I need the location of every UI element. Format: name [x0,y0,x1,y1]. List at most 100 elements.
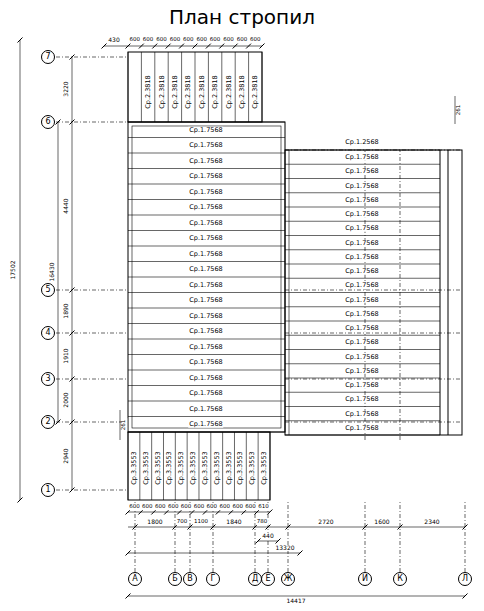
rafter-line [128,261,285,262]
dimension: 1890 [63,302,69,319]
rafter-line [128,370,285,371]
dimension-tick [286,525,291,530]
rafter-mark: Ср.1.7568 [344,239,379,246]
rafter-line [285,221,440,222]
rafter-line [139,432,140,500]
rafter-line [285,392,440,393]
axis-bubble: Е [261,572,275,586]
dimension-tick [126,551,131,556]
dimension: 600 [128,504,141,510]
rafter-line [128,230,285,231]
dimension-tick [256,539,261,544]
axis-bubble: 3 [41,372,55,386]
rafter-line [181,52,182,122]
axis-label: 1 [45,486,50,494]
dimension-tick [133,525,138,530]
dimension-line [128,553,300,554]
axis-bubble: Б [168,572,182,586]
rafter-line [163,432,164,500]
rafter-mark: Ср.1.7568 [188,251,223,258]
rafter-mark: Ср.3.3553 [225,450,232,485]
drawing-title: План стропил [0,6,484,28]
right-roof-part [285,150,462,435]
dimension: 600 [206,504,219,510]
rafter-line [195,52,196,122]
rafter-line [128,215,285,216]
axis-label: 3 [45,375,50,383]
rafter-line [285,178,440,179]
dimension-tick [138,510,143,515]
rafter-line [235,52,236,122]
axis-label: Г [211,575,216,583]
dimension: 600 [244,504,257,510]
rafter-mark: Ср.1.2568 [344,139,379,146]
rafter-mark: Ср.1.7568 [188,220,223,227]
rafter-line [128,277,285,278]
dimension-tick [70,420,75,425]
dimension: 600 [219,504,232,510]
axis-bubble: К [393,572,407,586]
dimension-line [258,541,278,542]
rafter-mark: Ср.1.7568 [344,353,379,360]
dimension-tick [206,44,211,49]
axis-label: К [397,575,403,583]
rafter-line [128,354,285,355]
dimension-tick [463,525,468,530]
dimension-line [20,40,21,500]
dimension-tick [166,44,171,49]
dimension: 430 [107,37,120,43]
rafter-line [285,164,440,165]
dimension: 2000 [63,391,69,408]
rafter-mark: Ср.1.7568 [188,142,223,149]
dimension-tick [70,288,75,293]
rafter-line [285,249,440,250]
rafter-mark: Ср.1.7568 [344,382,379,389]
dimension-tick [188,525,193,530]
rafter-mark: Ср.1.7568 [188,127,223,134]
dimension-tick [463,594,468,599]
rafter-mark: Ср.3.3553 [142,450,149,485]
rafter-mark: Ср.1.7568 [344,254,379,261]
dimension-tick [363,525,368,530]
dimension: 600 [128,37,141,43]
rafter-mark: Ср.1.7568 [344,282,379,289]
rafter-mark: Ср.2.3818 [145,74,152,109]
rafter-mark: Ср.1.7568 [344,197,379,204]
dimension: 16430 [49,261,55,282]
dimension: 600 [169,37,182,43]
rafter-line [128,308,285,309]
dimension: 600 [154,504,167,510]
rafter-mark: Ср.1.7568 [344,325,379,332]
axis-label: 2 [45,418,50,426]
dimension-tick [219,44,224,49]
dimension-tick [18,498,23,503]
rafter-line [154,52,155,122]
rafter-mark: Ср.1.7568 [344,368,379,375]
dimension: 440 [261,533,274,539]
dimension-tick [126,594,131,599]
rafter-line [258,432,259,500]
axis-bubble: Ж [281,572,295,586]
rafter-mark: Ср.1.7568 [344,296,379,303]
rafter-line [175,432,176,500]
rafter-line [222,432,223,500]
rafter-line [128,199,285,200]
dimension-tick [56,120,61,125]
rafter-mark: Ср.1.7568 [344,425,379,432]
axis-line [190,502,191,572]
dimension-tick [276,539,281,544]
rafter-line [128,137,285,138]
axis-bubble: 6 [41,115,55,129]
rafter-line [285,435,440,436]
rafter-mark: Ср.1.7568 [188,173,223,180]
dimension-tick [298,551,303,556]
rafter-mark: Ср.1.7568 [344,339,379,346]
bottom-strip [128,432,270,500]
rafter-line [221,52,222,122]
dimension: 600 [193,504,206,510]
rafter-mark: Ср.1.7568 [344,154,379,161]
rafter-mark: Ср.1.7568 [188,313,223,320]
rafter-mark: Ср.3.3553 [202,450,209,485]
dimension-line [128,512,270,513]
rafter-line [141,52,142,122]
